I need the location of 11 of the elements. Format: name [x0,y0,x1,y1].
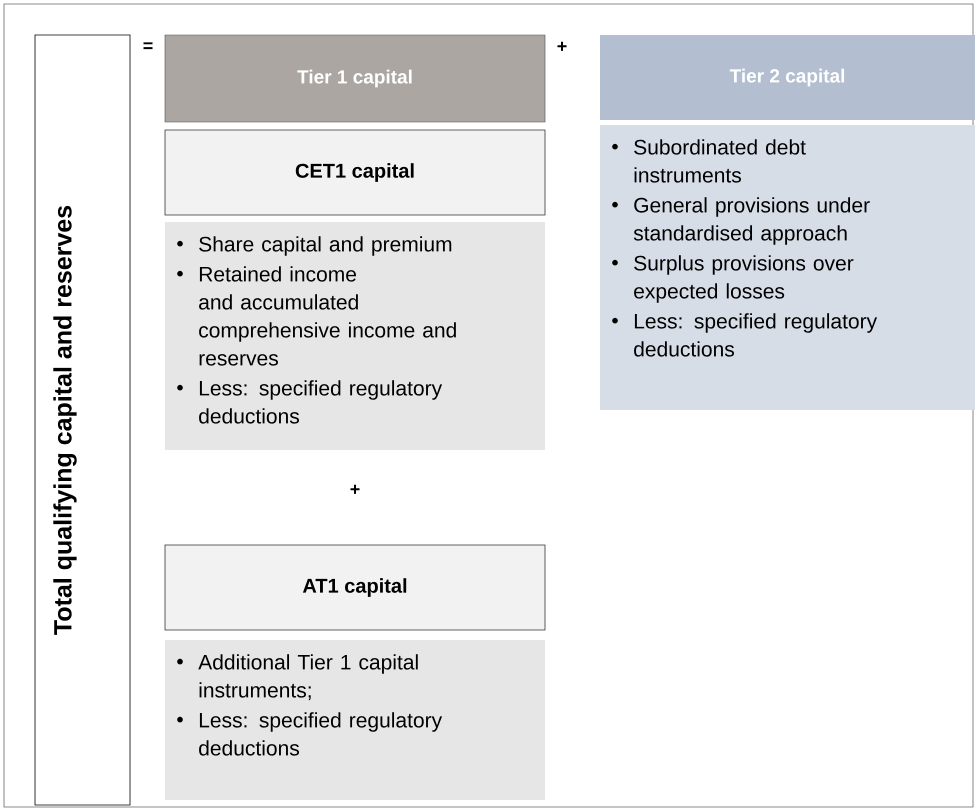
operator-sign: = [144,42,153,50]
title-box: AT1 capital [164,544,546,630]
operator-sign: + [558,42,567,51]
bullet-panel: Share capital and premium Retained income and accumulated comprehensive income and reserves Less: specified regulatory deductions [165,222,545,450]
operator-sign: + [350,484,360,494]
title-box: CET1 capital [164,130,546,216]
header-box: Tier 2 capital [600,35,975,120]
header-box: Tier 1 capital [164,34,546,122]
bullet-panel: Subordinated debt instruments General provisions under standardised approach Surplus provisions over expected losses Less: specified regulatory deductions [600,125,975,410]
side-box: Total qualifying capital and reserves [34,34,130,806]
bullet-panel: Additional Tier 1 capital instruments; Less: specified regulatory deductions [165,640,545,800]
